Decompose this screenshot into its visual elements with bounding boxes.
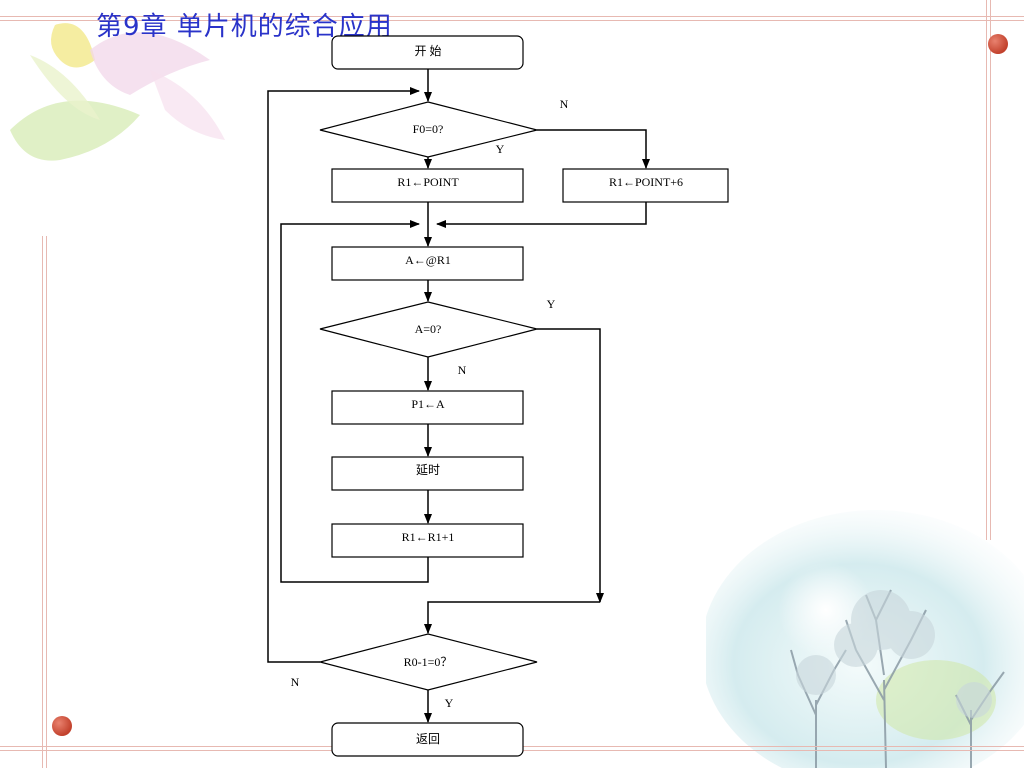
return-terminator: [331, 722, 524, 757]
p1-a-label: P1←A: [411, 397, 445, 411]
start-label: 开 始: [414, 44, 441, 58]
process-r1-point6: [562, 168, 729, 203]
frame-line-right-2: [990, 0, 991, 540]
load-a-label: A←@R1: [405, 253, 451, 267]
frame-line-left-2: [46, 236, 47, 768]
decision-f0: [319, 101, 538, 158]
edge-label-r0-no: N: [291, 675, 300, 689]
r1-point6-label: R1←POINT+6: [609, 175, 683, 189]
process-delay: [331, 456, 524, 491]
winter-trees-illustration: [701, 500, 1024, 773]
delay-label: 延时: [416, 463, 440, 477]
decision-a-zero: [319, 301, 538, 358]
f0-label: F0=0?: [413, 122, 444, 136]
r0-label: R0-1=0？: [404, 655, 453, 669]
frame-line-top-2: [0, 20, 1024, 21]
r1-point-label: R1←POINT: [397, 175, 459, 189]
edge-label-a-no: N: [458, 363, 467, 377]
swirl-decoration: [10, 23, 225, 161]
edge-label-a-yes: Y: [547, 297, 556, 311]
r1-inc-label: R1←R1+1: [402, 530, 455, 544]
process-p1-a: [331, 390, 524, 425]
return-label: 返回: [416, 732, 440, 746]
frame-line-top: [0, 16, 1024, 17]
edge-label-r0-yes: Y: [445, 696, 454, 710]
corner-dot-top-right: [988, 34, 1008, 54]
a-zero-label: A=0?: [415, 322, 442, 336]
frame-line-left: [42, 236, 43, 768]
corner-dot-bottom-left: [52, 716, 72, 736]
process-r1-point: [331, 168, 524, 203]
start-terminator: [331, 35, 524, 70]
edge-label-f0-yes: Y: [496, 142, 505, 156]
edge-label-f0-no: N: [560, 97, 569, 111]
process-r1-inc: [331, 523, 524, 558]
decision-r0: [317, 633, 538, 691]
process-load-a: [331, 246, 524, 281]
frame-line-right: [986, 0, 987, 540]
